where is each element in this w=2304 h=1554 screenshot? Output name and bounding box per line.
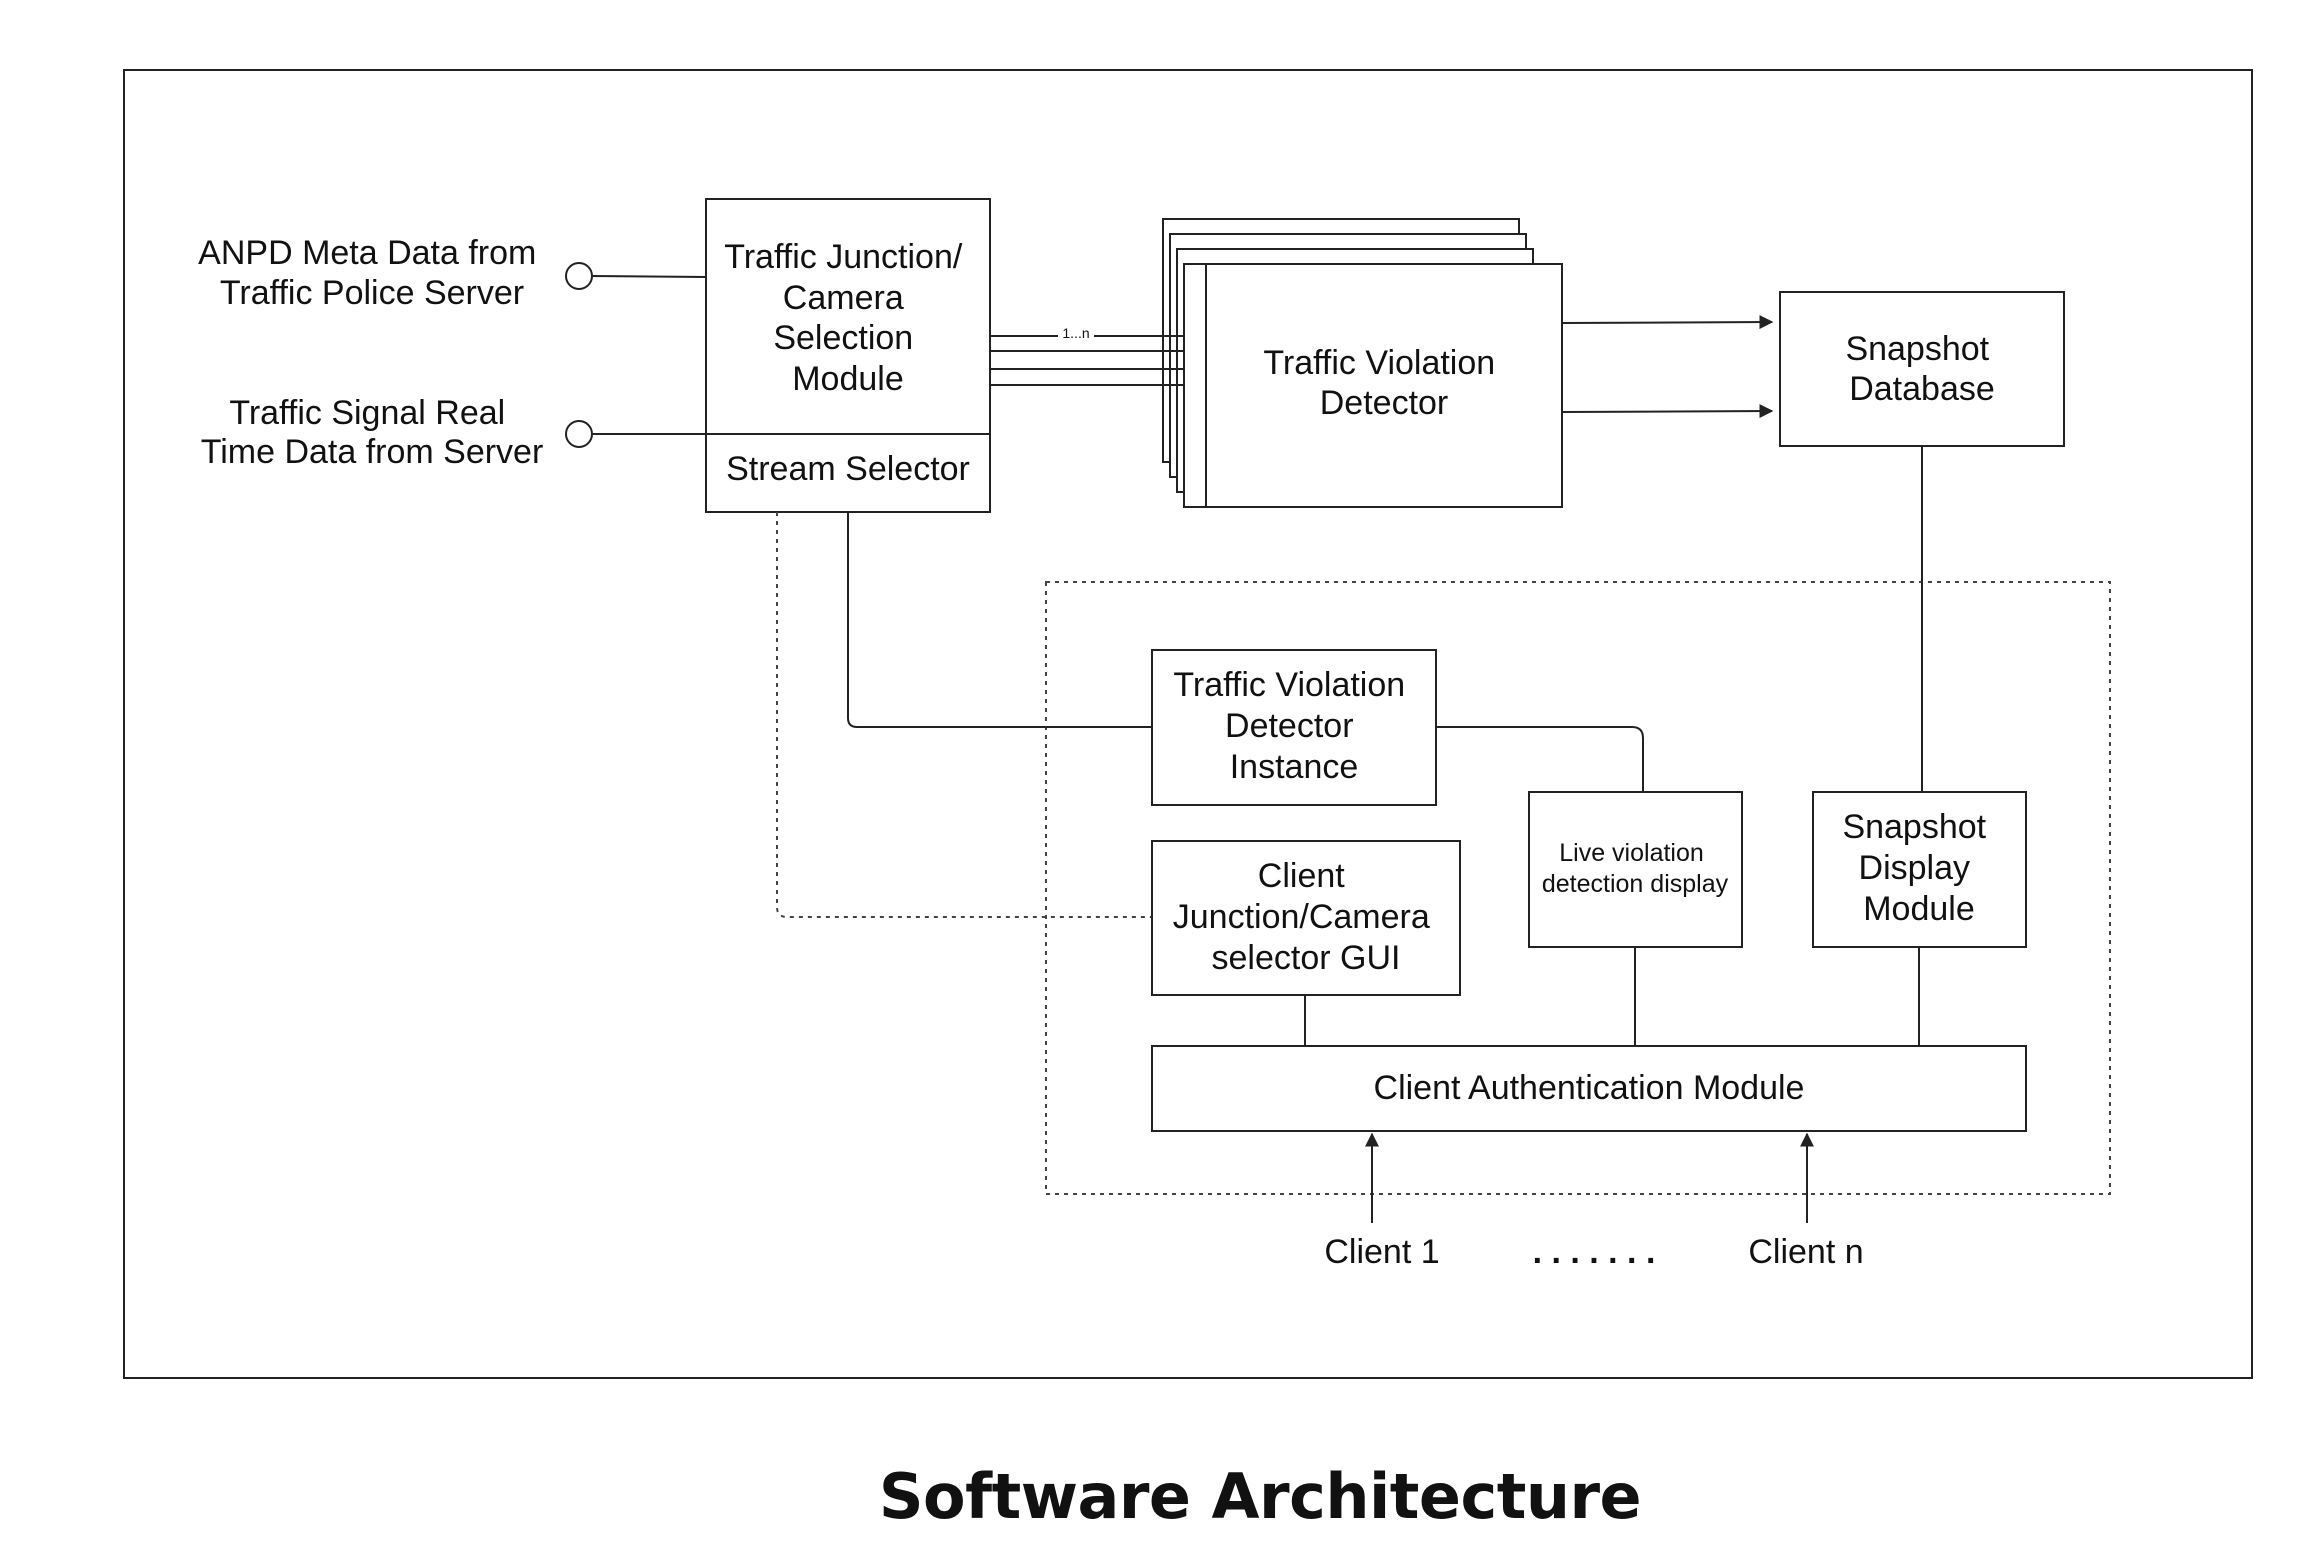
svg-text:ANPD Meta Data from Traf: ANPD Meta Data from Traffic Police Serve… bbox=[198, 234, 546, 312]
outer-frame bbox=[123, 69, 2253, 1379]
input-signal-line1: Traffic Signal Real bbox=[229, 394, 505, 432]
svg-text:Traffic Violation Detect: Traffic Violation Detector Instance bbox=[1173, 666, 1414, 786]
input-anpd-line2: Traffic Police Server bbox=[220, 274, 524, 312]
input-anpd-line1: ANPD Meta Data from bbox=[198, 234, 536, 272]
input-signal: Traffic Signal Real Time Data from Serve… bbox=[201, 394, 990, 471]
live-display-line2: detection display bbox=[1542, 870, 1729, 898]
client-selector-gui: Client Junction/Camera selector GUI bbox=[1151, 840, 1461, 996]
svg-text:Snapshot Display M: Snapshot Display Module bbox=[1842, 808, 1995, 928]
svg-text:Live violation detection: Live violation detection display bbox=[1542, 839, 1729, 898]
snapshot-display-line1: Snapshot bbox=[1842, 808, 1986, 846]
junction-selection-module: Traffic Junction/ Camera Selection Modul… bbox=[705, 198, 991, 513]
client-1-label: Client 1 bbox=[1324, 1233, 1439, 1271]
svg-text:Traffic Signal Real Time: Traffic Signal Real Time Data from Serve… bbox=[201, 394, 544, 471]
violation-instance-line2: Detector bbox=[1225, 707, 1354, 745]
snapshot-display-line3: Module bbox=[1863, 890, 1975, 928]
multiplicity-label: 1...n bbox=[1062, 325, 1089, 341]
snapshot-database-line2: Database bbox=[1849, 370, 1995, 408]
live-display: Live violation detection display bbox=[1528, 791, 1743, 948]
client-auth-label: Client Authentication Module bbox=[1374, 1069, 1805, 1107]
violation-instance: Traffic Violation Detector Instance bbox=[1151, 649, 1437, 806]
svg-text:Traffic Junction/ Camera: Traffic Junction/ Camera Selection Modul… bbox=[724, 238, 972, 398]
stream-selector-label: Stream Selector bbox=[726, 450, 970, 488]
client-boundary bbox=[1045, 581, 2111, 1195]
snapshot-display: Snapshot Display Module bbox=[1812, 791, 2027, 948]
violation-detector-line2: Detector bbox=[1320, 384, 1449, 422]
violation-instance-line1: Traffic Violation bbox=[1173, 666, 1405, 704]
snapshot-display-line2: Display bbox=[1859, 849, 1970, 887]
input-port-icon bbox=[565, 262, 593, 290]
input-signal-line2: Time Data from Server bbox=[201, 433, 544, 471]
junction-selection-line1: Traffic Junction/ bbox=[724, 238, 963, 276]
violation-detector-line1: Traffic Violation bbox=[1263, 344, 1495, 382]
snapshot-database: Snapshot Database bbox=[1779, 291, 2065, 447]
client-selector-gui-line2: Junction/Camera bbox=[1173, 898, 1430, 936]
svg-text:Traffic Violation Detect: Traffic Violation Detector bbox=[1263, 344, 1504, 422]
junction-selection-line2: Camera bbox=[783, 279, 904, 317]
junction-selection-line3: Selection bbox=[773, 319, 913, 357]
svg-text:Snapshot Database: Snapshot Database bbox=[1845, 330, 1998, 408]
client-ellipsis: . . . . . . . bbox=[1533, 1233, 1656, 1271]
input-port-icon bbox=[565, 420, 593, 448]
client-n-label: Client n bbox=[1748, 1233, 1863, 1271]
client-selector-gui-line1: Client bbox=[1258, 857, 1345, 895]
violation-instance-line3: Instance bbox=[1230, 748, 1359, 786]
input-anpd: ANPD Meta Data from Traffic Police Serve… bbox=[198, 234, 707, 312]
client-selector-gui-line3: selector GUI bbox=[1212, 939, 1401, 977]
junction-selection-line4: Module bbox=[792, 360, 904, 398]
live-display-line1: Live violation bbox=[1559, 839, 1704, 867]
diagram-caption: Software Architecture bbox=[878, 1460, 1642, 1533]
svg-text:Client Junction/Camera: Client Junction/Camera selector GUI bbox=[1173, 857, 1439, 977]
snapshot-database-line1: Snapshot bbox=[1845, 330, 1989, 368]
client-auth-module: Client Authentication Module bbox=[1151, 1045, 2027, 1132]
violation-detector-stack: 1...n Traffic Violation Detector bbox=[990, 218, 1563, 508]
